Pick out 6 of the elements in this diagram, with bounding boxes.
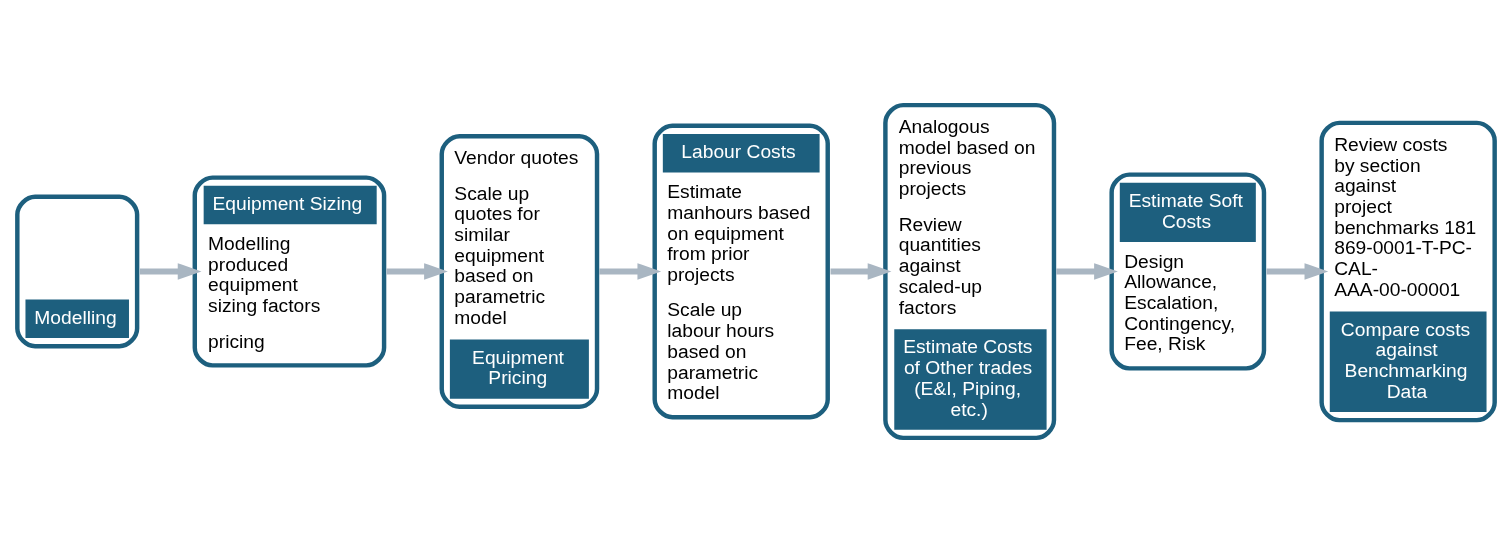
- arrow: [139, 262, 202, 280]
- arrow: [599, 262, 662, 280]
- arrow: [830, 262, 892, 280]
- arrow: [1056, 262, 1118, 280]
- arrow: [1266, 262, 1329, 280]
- arrow: [386, 262, 448, 280]
